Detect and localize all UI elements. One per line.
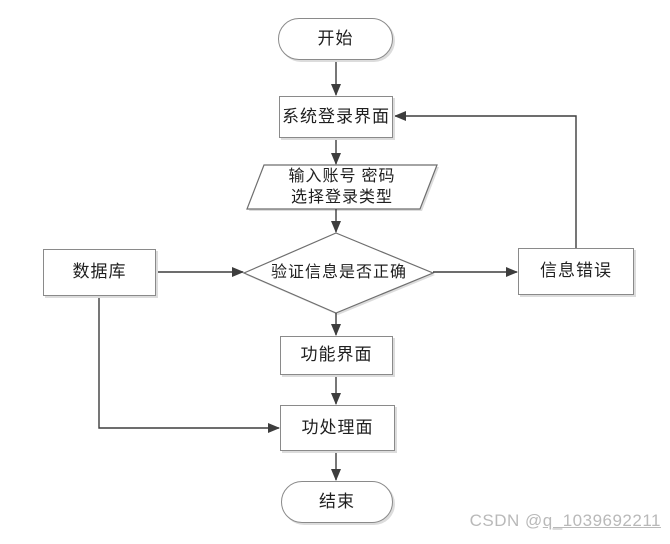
node-input-account: 输入账号 密码 选择登录类型	[247, 165, 437, 209]
node-database-label: 数据库	[72, 262, 127, 282]
node-login-ui: 系统登录界面	[279, 96, 393, 138]
edge-database-process	[98, 296, 280, 433]
csdn-watermark-user: q_1039692211	[542, 511, 661, 530]
node-login-ui-label: 系统登录界面	[282, 106, 390, 126]
csdn-watermark-prefix: CSDN @	[469, 511, 543, 530]
node-info-error: 信息错误	[518, 248, 634, 295]
node-end: 结束	[281, 481, 393, 523]
node-end-label: 结束	[319, 491, 355, 511]
edge-error-login	[394, 111, 577, 248]
node-start-label: 开始	[317, 28, 354, 48]
node-process-ui-label: 功处理面	[301, 417, 374, 437]
io-shape	[246, 164, 438, 210]
node-start: 开始	[278, 18, 393, 60]
node-verify-info: 验证信息是否正确	[244, 233, 434, 313]
node-process-ui: 功处理面	[280, 405, 395, 451]
csdn-watermark: CSDN @q_1039692211	[470, 511, 661, 531]
node-input-line2: 选择登录类型	[290, 189, 393, 206]
node-info-error-label: 信息错误	[540, 261, 612, 281]
node-database: 数据库	[43, 249, 156, 296]
node-function-ui: 功能界面	[280, 336, 393, 375]
node-verify-info-label: 验证信息是否正确	[270, 264, 407, 282]
node-function-ui-label: 功能界面	[300, 345, 373, 365]
node-input-line1: 输入账号 密码	[288, 168, 396, 185]
